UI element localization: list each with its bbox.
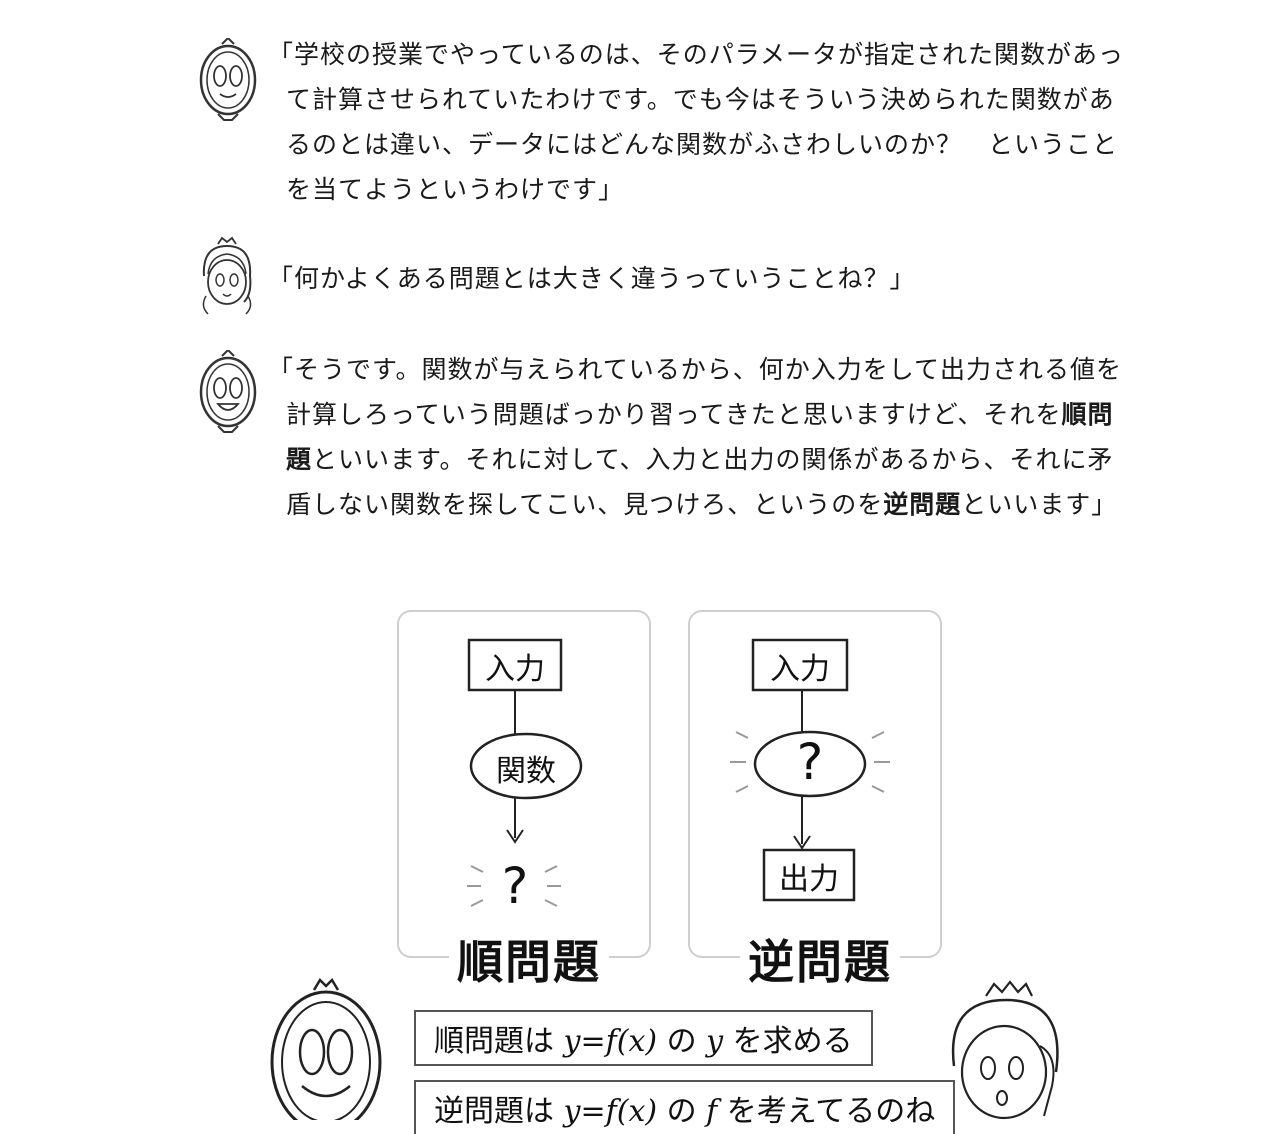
mirror-avatar — [199, 38, 257, 121]
forward-function-node: 関数 — [496, 754, 556, 789]
speech-segment: といいます」 — [961, 490, 1118, 519]
forward-problem-bubble: 順問題は y=f(x) の y を求める — [414, 1010, 873, 1066]
forward-input-box: 入力 — [485, 652, 545, 687]
girl-character — [951, 980, 1059, 1120]
equation: y=f(x) — [563, 1094, 658, 1129]
bubble-text: の — [657, 1094, 707, 1129]
bubble-text: の — [657, 1024, 707, 1059]
inverse-flow-graphic — [730, 638, 890, 902]
mirror-speech-1: 「学校の授業でやっているのは、そのパラメータが指定された関数があって計算させられ… — [268, 32, 1128, 212]
inverse-unknown-node: ? — [796, 733, 824, 791]
forward-problem-panel: 入力 関数 ? 順問題 — [397, 610, 651, 992]
forward-flow-graphic — [467, 638, 583, 907]
bubble-text: を考えてるのね — [717, 1094, 936, 1129]
speech-text: 「学校の授業でやっているのは、そのパラメータが指定された関数があって計算させられ… — [268, 40, 1125, 204]
term-inverse-problem: 逆問題 — [883, 490, 962, 519]
bubble-text: 順問題は — [434, 1024, 564, 1059]
mirror-speech-2: 「そうです。関数が与えられているから、何か入力をして出力される値を計算しろってい… — [268, 347, 1128, 527]
bubble-text: 逆問題は — [434, 1094, 564, 1129]
mirror-character — [270, 977, 382, 1120]
mirror-avatar — [199, 350, 257, 433]
term-forward-problem: 順問題 — [286, 400, 1114, 474]
girl-speech: 「何かよくある問題とは大きく違うっていうことね？」 — [268, 256, 1128, 301]
bubble-text: を求める — [723, 1024, 853, 1059]
equation: y=f(x) — [563, 1024, 658, 1059]
inverse-input-box: 入力 — [770, 652, 830, 687]
inverse-problem-title: 逆問題 — [740, 926, 900, 992]
girl-avatar — [202, 236, 252, 315]
speech-text: 「そうです。関数が与えられているから、何か入力をして出力される値を計算しろってい… — [268, 347, 1128, 527]
forward-problem-title: 順問題 — [449, 926, 609, 992]
speech-text: 「何かよくある問題とは大きく違うっていうことね？」 — [268, 264, 916, 293]
speech-segment: といいます。それに対して、入力と出力の関係があるから、それに矛盾しない関数を探し… — [286, 445, 1114, 519]
speech-segment: 「そうです。関数が与えられているから、何か入力をして出力される値を計算しろってい… — [268, 355, 1123, 429]
inverse-problem-panel: 入力 ? 出力 逆問題 — [688, 610, 942, 992]
inverse-problem-bubble: 逆問題は y=f(x) の f を考えてるのね — [414, 1080, 956, 1134]
variable: y — [706, 1024, 724, 1059]
variable: f — [706, 1094, 718, 1129]
forward-output-unknown: ? — [501, 857, 529, 915]
inverse-output-box: 出力 — [779, 862, 839, 897]
